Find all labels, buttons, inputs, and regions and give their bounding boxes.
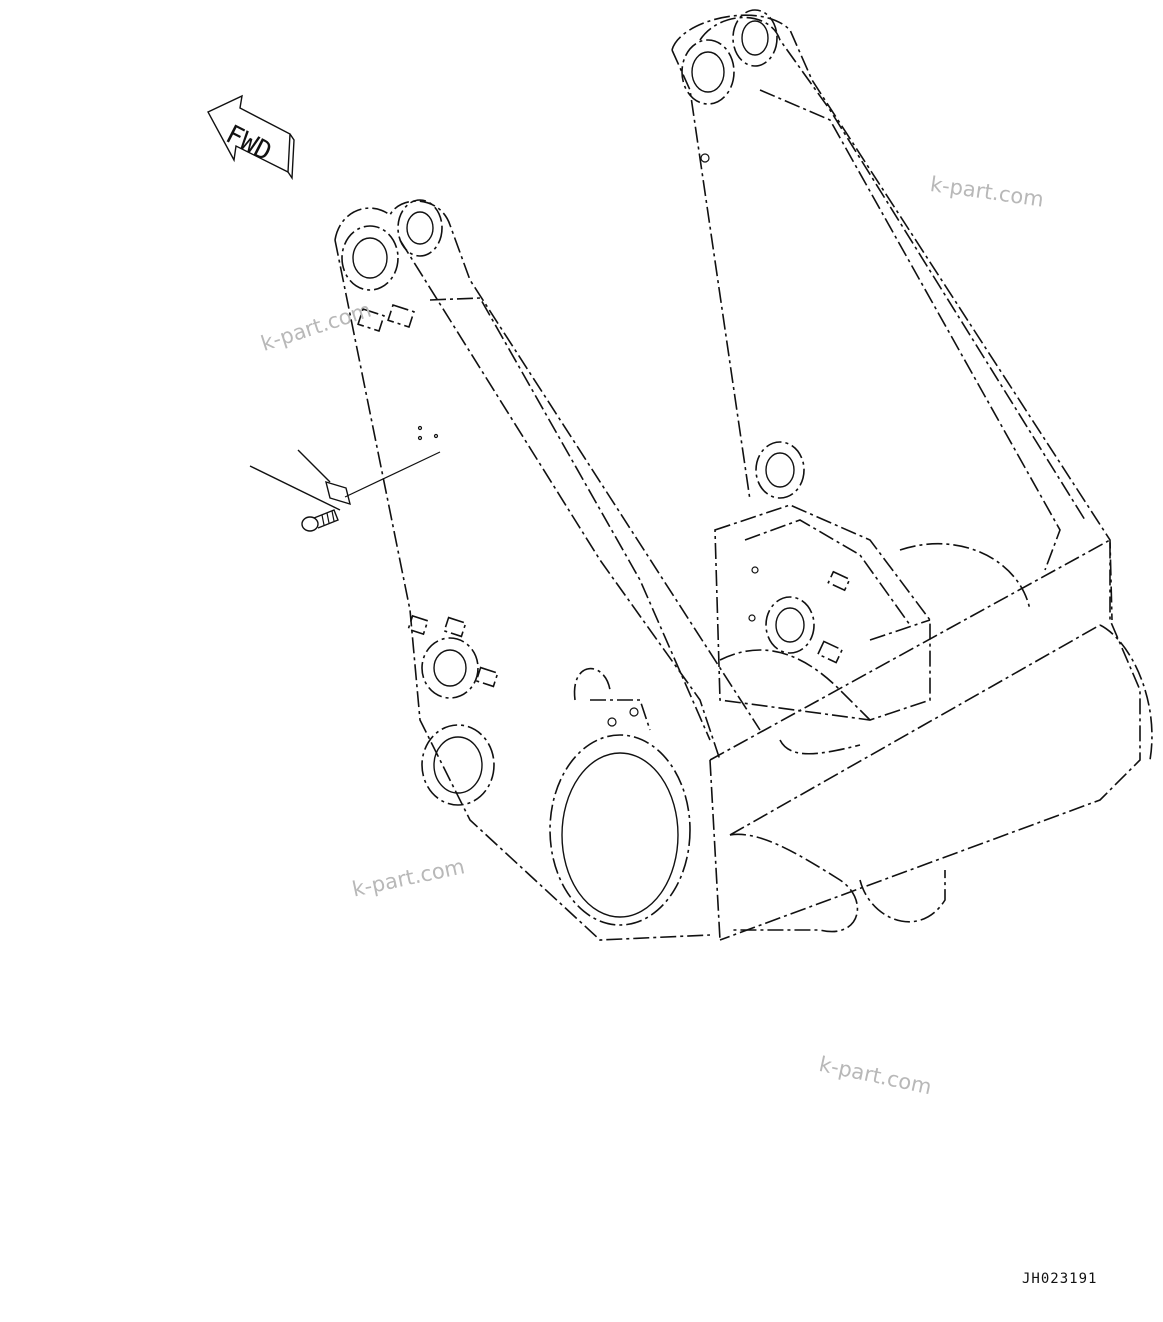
assembly-line [344, 451, 441, 498]
plate-leader-line [297, 449, 331, 483]
rear-lift-arm [671, 9, 1113, 621]
fwd-label: FWD [221, 120, 276, 168]
bolt-head [301, 516, 319, 532]
bolt-shank [313, 509, 339, 529]
axle-housing [714, 504, 1031, 923]
front-lift-arm [334, 199, 761, 941]
plate-part [325, 480, 351, 506]
cross-beam [549, 538, 1153, 941]
drawing-code: JH023191 [1022, 1271, 1098, 1287]
fwd-arrow: FWD [207, 94, 295, 181]
bolt-leader-line [249, 465, 341, 511]
exploded-hardware [249, 449, 441, 532]
